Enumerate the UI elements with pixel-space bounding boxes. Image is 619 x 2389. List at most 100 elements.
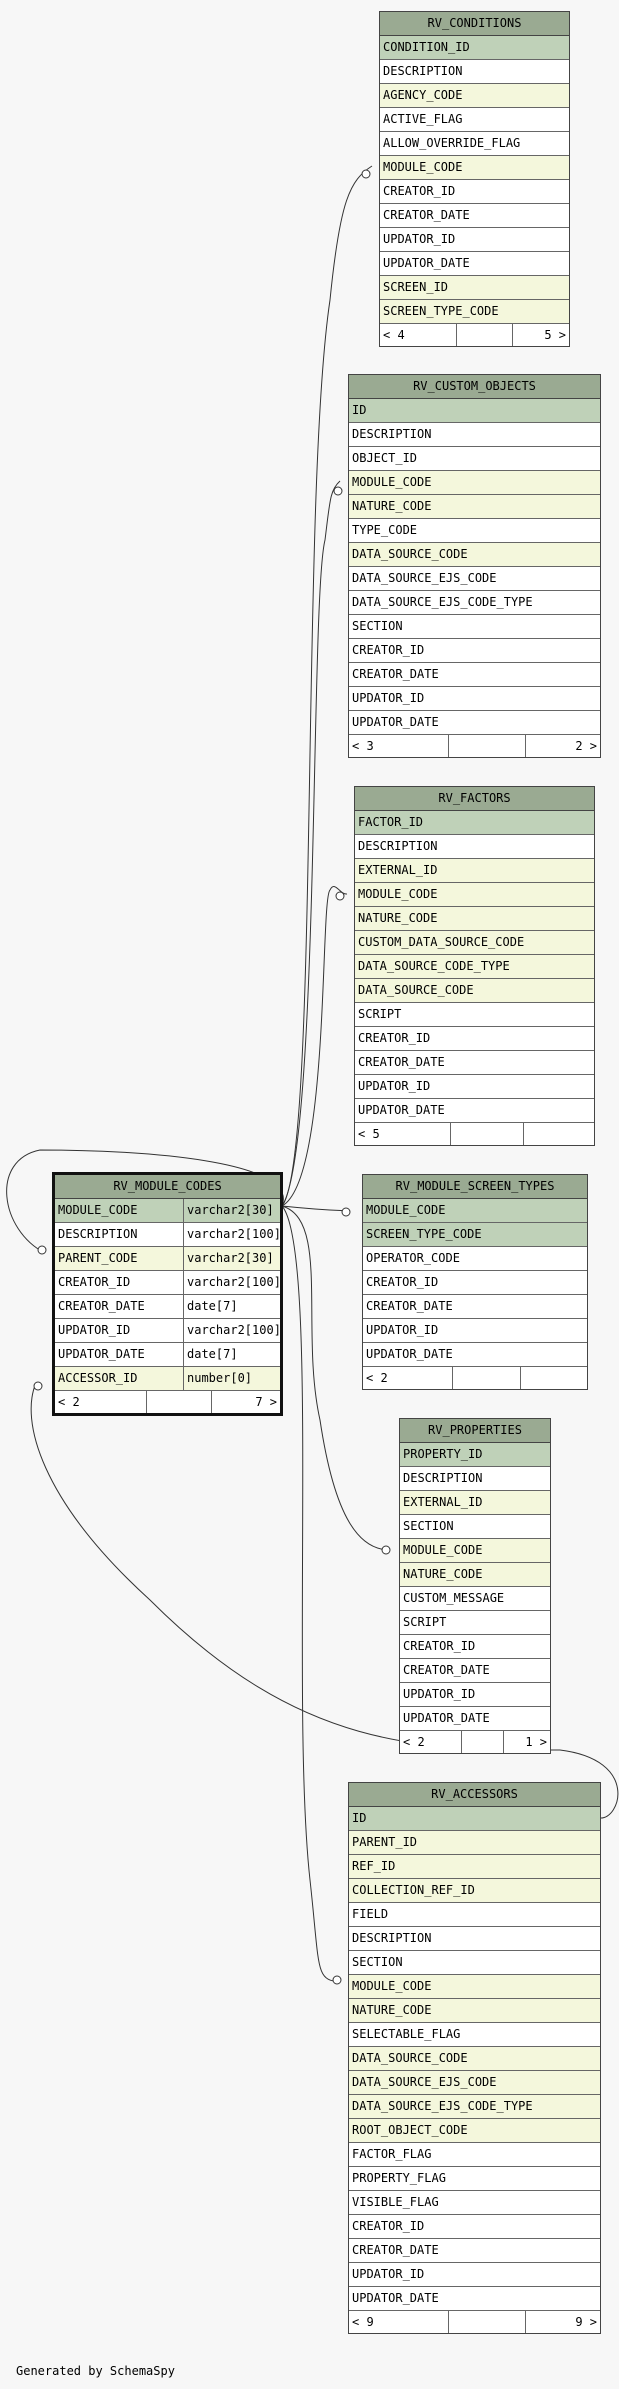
column-row[interactable]: UPDATOR_DATE — [363, 1343, 587, 1367]
column-row[interactable]: SELECTABLE_FLAG — [349, 2023, 600, 2047]
column-row[interactable]: MODULE_CODE — [355, 883, 594, 907]
column-row[interactable]: FACTOR_ID — [355, 811, 594, 835]
table-title[interactable]: RV_MODULE_SCREEN_TYPES — [363, 1175, 587, 1199]
column-row[interactable]: UPDATOR_DATE — [400, 1707, 550, 1731]
column-row[interactable]: DATA_SOURCE_CODE — [349, 2047, 600, 2071]
column-row[interactable]: CREATOR_DATE — [349, 2239, 600, 2263]
column-row[interactable]: CUSTOM_MESSAGE — [400, 1587, 550, 1611]
column-row[interactable]: UPDATOR_DATE — [380, 252, 569, 276]
column-row[interactable]: CREATOR_DATE — [355, 1051, 594, 1075]
column-row[interactable]: CREATOR_ID — [400, 1635, 550, 1659]
table-title[interactable]: RV_CONDITIONS — [380, 12, 569, 36]
column-row[interactable]: DATA_SOURCE_EJS_CODE_TYPE — [349, 2095, 600, 2119]
column-row[interactable]: NATURE_CODE — [349, 495, 600, 519]
column-row[interactable]: DESCRIPTION — [349, 1927, 600, 1951]
column-row[interactable]: SECTION — [349, 1951, 600, 1975]
column-row[interactable]: CREATOR_DATE — [400, 1659, 550, 1683]
column-row[interactable]: ROOT_OBJECT_CODE — [349, 2119, 600, 2143]
column-row[interactable]: UPDATOR_DATE — [355, 1099, 594, 1123]
column-row[interactable]: COLLECTION_REF_ID — [349, 1879, 600, 1903]
column-row[interactable]: DATA_SOURCE_CODE — [355, 979, 594, 1003]
table-title[interactable]: RV_MODULE_CODES — [55, 1175, 280, 1199]
parents-count[interactable]: < 2 — [400, 1731, 462, 1753]
children-count[interactable] — [521, 1367, 587, 1389]
column-row[interactable]: SCRIPT — [355, 1003, 594, 1027]
column-row[interactable]: SCREEN_ID — [380, 276, 569, 300]
column-row[interactable]: OBJECT_ID — [349, 447, 600, 471]
children-count[interactable] — [524, 1123, 594, 1145]
column-row[interactable]: DATA_SOURCE_EJS_CODE_TYPE — [349, 591, 600, 615]
column-row[interactable]: CUSTOM_DATA_SOURCE_CODE — [355, 931, 594, 955]
column-row[interactable]: UPDATOR_ID — [349, 687, 600, 711]
column-row[interactable]: SCRIPT — [400, 1611, 550, 1635]
column-row[interactable]: UPDATOR_ID — [349, 2263, 600, 2287]
column-row[interactable]: DESCRIPTION — [355, 835, 594, 859]
column-row[interactable]: SECTION — [400, 1515, 550, 1539]
column-row[interactable]: CREATOR_DATE — [363, 1295, 587, 1319]
column-row[interactable]: VISIBLE_FLAG — [349, 2191, 600, 2215]
column-row[interactable]: SCREEN_TYPE_CODE — [363, 1223, 587, 1247]
column-row[interactable]: NATURE_CODE — [355, 907, 594, 931]
parents-count[interactable]: < 3 — [349, 735, 449, 757]
column-row[interactable]: CREATOR_DATE — [349, 663, 600, 687]
parents-count[interactable]: < 5 — [355, 1123, 451, 1145]
column-row[interactable]: MODULE_CODE — [363, 1199, 587, 1223]
column-row[interactable]: EXTERNAL_ID — [400, 1491, 550, 1515]
column-row[interactable]: DESCRIPTION — [349, 423, 600, 447]
column-row[interactable]: TYPE_CODE — [349, 519, 600, 543]
column-row[interactable]: CREATOR_ID — [349, 639, 600, 663]
column-row[interactable]: PROPERTY_FLAG — [349, 2167, 600, 2191]
column-row[interactable]: DATA_SOURCE_EJS_CODE — [349, 567, 600, 591]
table-title[interactable]: RV_PROPERTIES — [400, 1419, 550, 1443]
table-title[interactable]: RV_ACCESSORS — [349, 1783, 600, 1807]
column-row[interactable]: REF_ID — [349, 1855, 600, 1879]
column-row[interactable]: FACTOR_FLAG — [349, 2143, 600, 2167]
column-row[interactable]: NATURE_CODE — [400, 1563, 550, 1587]
column-row[interactable]: DATA_SOURCE_CODE — [349, 543, 600, 567]
column-row[interactable]: DATA_SOURCE_CODE_TYPE — [355, 955, 594, 979]
parents-count[interactable]: < 2 — [55, 1391, 147, 1413]
table-title[interactable]: RV_FACTORS — [355, 787, 594, 811]
parents-count[interactable]: < 9 — [349, 2311, 449, 2333]
column-row[interactable]: CREATOR_DATE — [380, 204, 569, 228]
column-row[interactable]: AGENCY_CODE — [380, 84, 569, 108]
children-count[interactable]: 1 > — [525, 1735, 547, 1749]
column-row[interactable]: MODULE_CODE — [380, 156, 569, 180]
column-row[interactable]: ID — [349, 399, 600, 423]
column-row[interactable]: PROPERTY_ID — [400, 1443, 550, 1467]
column-row[interactable]: UPDATOR_DATE — [349, 2287, 600, 2311]
column-row[interactable]: UPDATOR_ID — [363, 1319, 587, 1343]
column-row[interactable]: ACTIVE_FLAG — [380, 108, 569, 132]
children-count[interactable]: 2 > — [575, 739, 597, 753]
column-row[interactable]: ID — [349, 1807, 600, 1831]
column-row[interactable]: PARENT_ID — [349, 1831, 600, 1855]
column-row[interactable]: CONDITION_ID — [380, 36, 569, 60]
column-row[interactable]: DATA_SOURCE_EJS_CODE — [349, 2071, 600, 2095]
children-count[interactable]: 7 > — [255, 1395, 277, 1409]
column-row[interactable]: CREATOR_ID — [349, 2215, 600, 2239]
column-row[interactable]: SCREEN_TYPE_CODE — [380, 300, 569, 324]
column-row[interactable]: DESCRIPTION — [400, 1467, 550, 1491]
column-row[interactable]: UPDATOR_ID — [400, 1683, 550, 1707]
column-row[interactable]: UPDATOR_DATE — [349, 711, 600, 735]
children-count[interactable]: 9 > — [575, 2315, 597, 2329]
children-count[interactable]: 5 > — [544, 328, 566, 342]
column-row[interactable]: MODULE_CODE — [349, 1975, 600, 1999]
table-title[interactable]: RV_CUSTOM_OBJECTS — [349, 375, 600, 399]
column-row[interactable]: UPDATOR_ID — [380, 228, 569, 252]
column-row[interactable]: MODULE_CODE — [400, 1539, 550, 1563]
